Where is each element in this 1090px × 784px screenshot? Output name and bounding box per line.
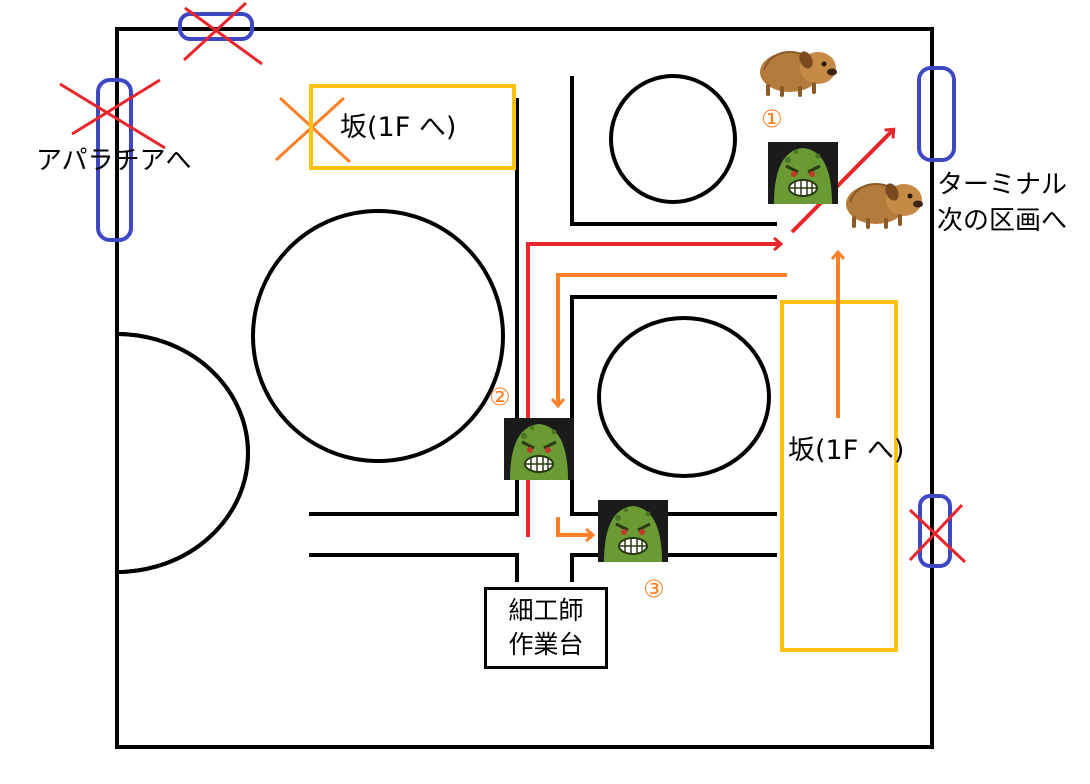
- green-monster-icon: [596, 498, 670, 564]
- green-monster-icon: [502, 416, 576, 482]
- next-section-label: 次の区画へ: [937, 206, 1068, 236]
- green-monster-icon: [766, 140, 840, 206]
- large-pillar: [251, 209, 505, 463]
- door-right-lower: [918, 494, 952, 568]
- furry-critter-icon: [758, 47, 839, 97]
- slope-top-area: [309, 84, 516, 170]
- terminal-label: ターミナル: [937, 170, 1068, 200]
- furry-critter-icon: [844, 179, 925, 229]
- middle-right-pillar: [597, 316, 771, 478]
- slope-right-label: 坂(1F へ): [788, 435, 905, 466]
- x-cross-icon: [908, 503, 967, 564]
- workbench-label-line2: 作業台: [508, 630, 584, 659]
- workbench-label-line1: 細工師: [508, 596, 584, 625]
- left-half-circle-arc: [116, 332, 251, 574]
- door-top: [178, 12, 254, 41]
- x-cross-icon: [182, 1, 263, 66]
- door-terminal: [917, 66, 956, 162]
- left-half-circle: [116, 332, 250, 574]
- slope-top-label: 坂(1F へ): [340, 112, 457, 143]
- marker-3: ③: [643, 575, 665, 603]
- route-red-exit: [790, 130, 893, 234]
- upper-right-pillar: [609, 74, 737, 204]
- route-orange-right: [556, 517, 592, 535]
- x-cross-icon: [59, 78, 166, 150]
- interior-walls: [309, 76, 777, 582]
- marker-2: ②: [489, 383, 511, 411]
- door-left: [96, 78, 133, 242]
- workbench-box: 細工師 作業台: [484, 587, 608, 669]
- route-orange-down: [558, 273, 787, 405]
- appalachia-label: アパラチアへ: [36, 146, 192, 176]
- marker-1: ①: [761, 105, 783, 133]
- outer-wall: [115, 27, 934, 749]
